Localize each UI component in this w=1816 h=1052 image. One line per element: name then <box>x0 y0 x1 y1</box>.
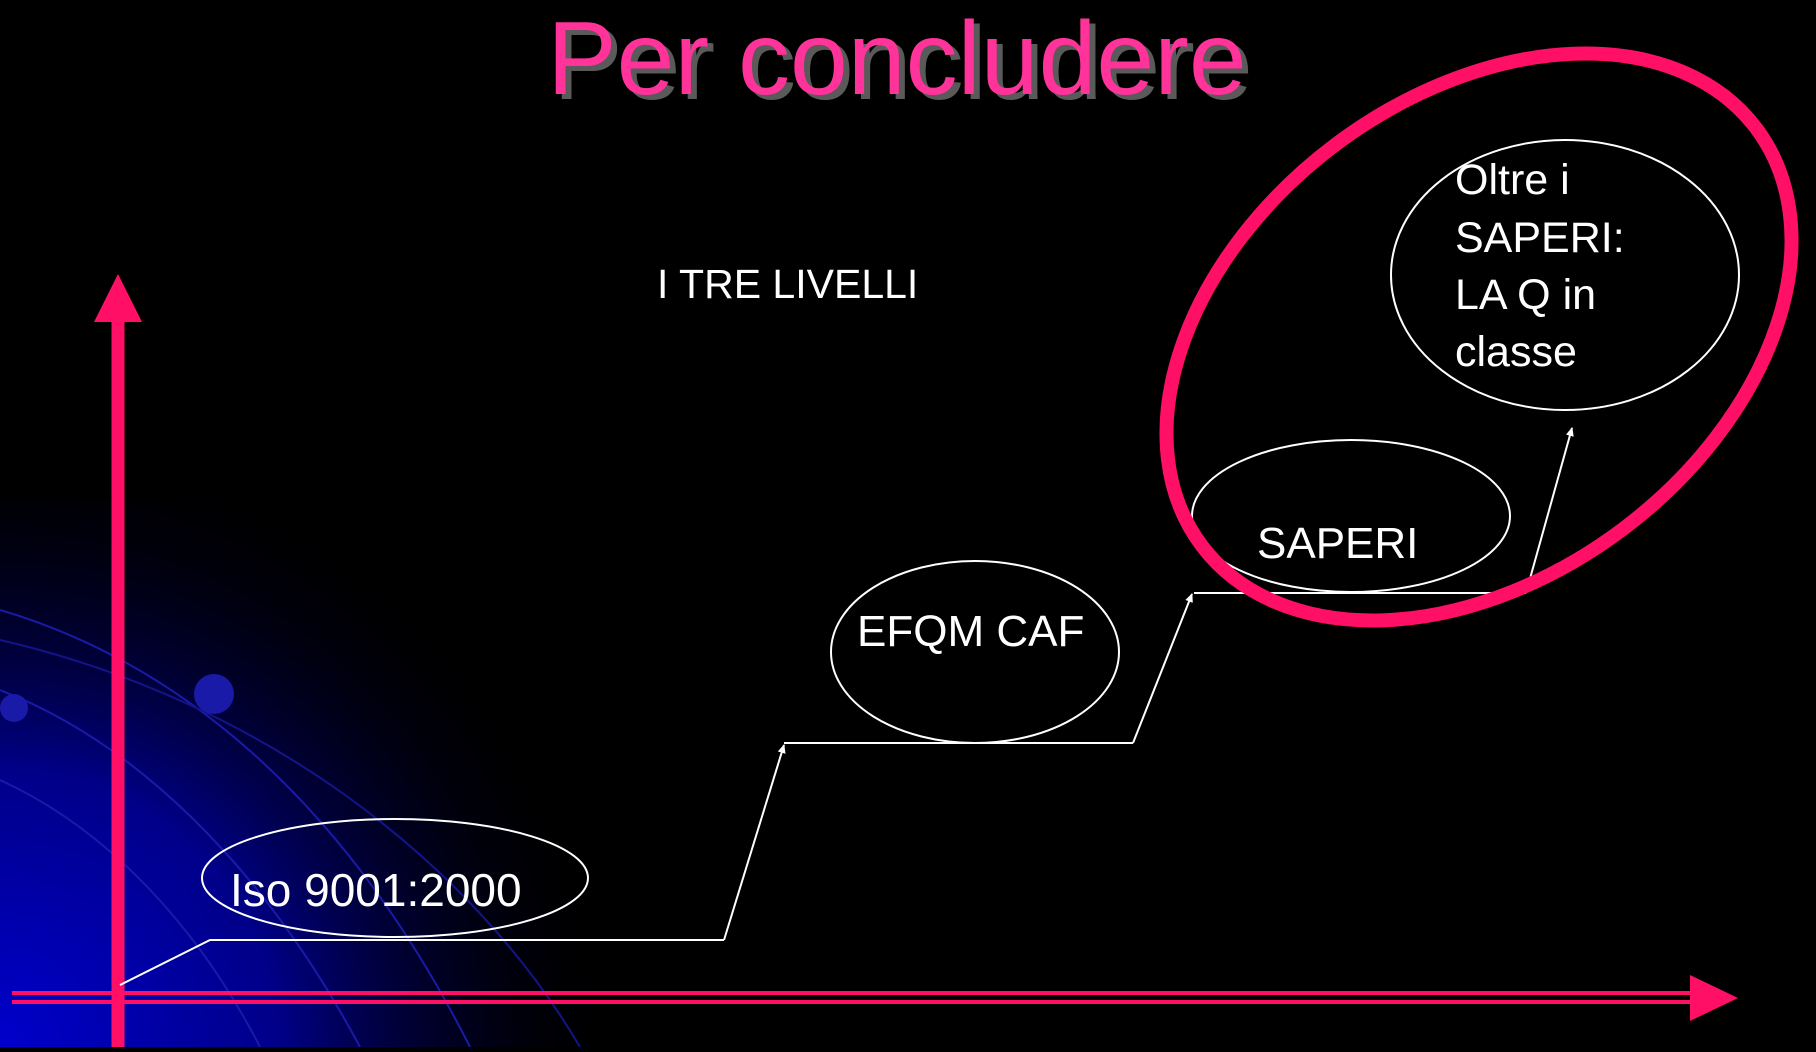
label-saperi: SAPERI <box>1257 519 1418 568</box>
label-oltre-line: Oltre i <box>1455 156 1570 204</box>
decor-arc <box>0 639 581 1048</box>
slide-title-text: Per concludere <box>547 1 1247 117</box>
slide-title: Per concludere Per concludere <box>547 1 1253 122</box>
label-iso: Iso 9001:2000 <box>230 864 522 916</box>
decor-arc <box>0 609 471 1048</box>
arrow-efqm-to-saperi <box>1132 593 1193 744</box>
vertical-axis-arrowhead <box>94 274 142 322</box>
arrow-saperi-to-oltre <box>1525 427 1574 594</box>
ellipse-iso <box>201 818 589 938</box>
decor-arc <box>0 689 361 1048</box>
background-decoration <box>0 500 700 1048</box>
horizontal-axis <box>12 975 1738 1021</box>
label-efqm: EFQM CAF <box>857 607 1084 656</box>
label-oltre: Oltre i SAPERI: LA Q in classe <box>1455 156 1637 376</box>
decor-dot <box>0 694 28 722</box>
vertical-axis <box>94 274 142 1047</box>
step-iso <box>119 939 724 986</box>
label-oltre-line: classe <box>1455 328 1577 376</box>
ellipse-saperi <box>1191 439 1511 593</box>
ellipse-oltre <box>1390 139 1740 411</box>
arrow-iso-to-efqm <box>723 744 786 941</box>
subtitle-label: I TRE LIVELLI <box>657 261 918 307</box>
label-oltre-line: SAPERI: <box>1455 214 1625 262</box>
corner-glow <box>0 500 700 1047</box>
ellipse-efqm <box>830 560 1120 744</box>
label-oltre-line: LA Q in <box>1455 271 1596 319</box>
highlight-ellipse <box>1159 46 1799 628</box>
decor-dot <box>194 674 234 714</box>
slide-title-shadow: Per concludere <box>553 6 1253 122</box>
horizontal-axis-arrowhead <box>1690 975 1738 1021</box>
